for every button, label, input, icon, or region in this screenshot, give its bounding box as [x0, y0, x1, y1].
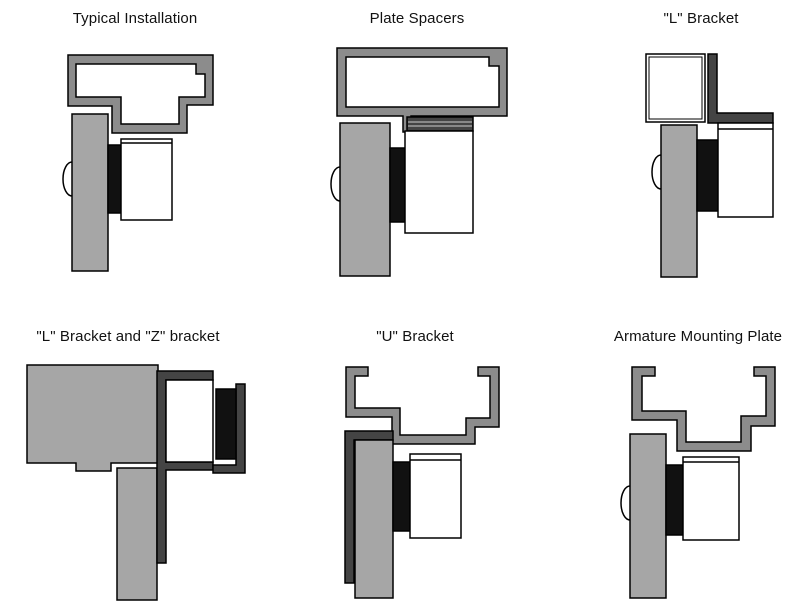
header-box-inner	[648, 56, 703, 120]
armature-spacer	[389, 147, 406, 223]
panel-title-u-bracket: "U" Bracket	[376, 328, 454, 345]
magnet-block	[682, 456, 740, 541]
magnet-block	[165, 379, 214, 463]
door-plate	[116, 467, 158, 601]
magnet-block	[404, 130, 474, 234]
frame-block	[26, 364, 159, 472]
magnet-block	[717, 122, 774, 218]
u-bracket	[344, 430, 394, 584]
mounting-arc	[62, 161, 73, 197]
mounting-arc	[651, 154, 662, 190]
panel-title-typical-installation: Typical Installation	[72, 10, 198, 27]
panel-l-bracket	[645, 53, 774, 278]
door-plate	[71, 113, 109, 272]
l-bracket	[707, 53, 774, 124]
panel-title-l-bracket: "L" Bracket	[663, 10, 739, 27]
mounting-arc	[330, 166, 341, 202]
header-channel	[631, 366, 776, 452]
panel-l-and-z-bracket	[26, 364, 246, 601]
magnet-block	[409, 453, 462, 539]
panel-title-plate-spacers: Plate Spacers	[369, 10, 465, 27]
spacer-plate-stack	[406, 116, 474, 132]
panel-u-bracket	[344, 366, 500, 599]
panel-title-l-and-z-bracket: "L" Bracket and "Z" bracket	[36, 328, 220, 345]
panel-typical-installation	[62, 54, 214, 272]
header-channel	[67, 54, 214, 134]
door-plate	[660, 124, 698, 278]
panel-title-armature-mounting-plate: Armature Mounting Plate	[613, 328, 783, 345]
panel-plate-spacers	[330, 47, 508, 277]
magnet-block	[120, 138, 173, 221]
door-plate	[629, 433, 667, 599]
armature-spacer	[665, 464, 684, 536]
z-bracket	[212, 383, 246, 474]
panel-armature-mounting-plate	[620, 366, 776, 599]
header-box	[645, 53, 706, 123]
mounting-arc	[620, 485, 631, 521]
door-plate	[354, 439, 394, 599]
armature-spacer	[392, 461, 411, 532]
armature-spacer	[696, 139, 719, 212]
armature-plate	[215, 388, 237, 460]
header-channel	[345, 366, 500, 445]
door-plate	[339, 122, 391, 277]
armature-spacer	[107, 144, 122, 214]
